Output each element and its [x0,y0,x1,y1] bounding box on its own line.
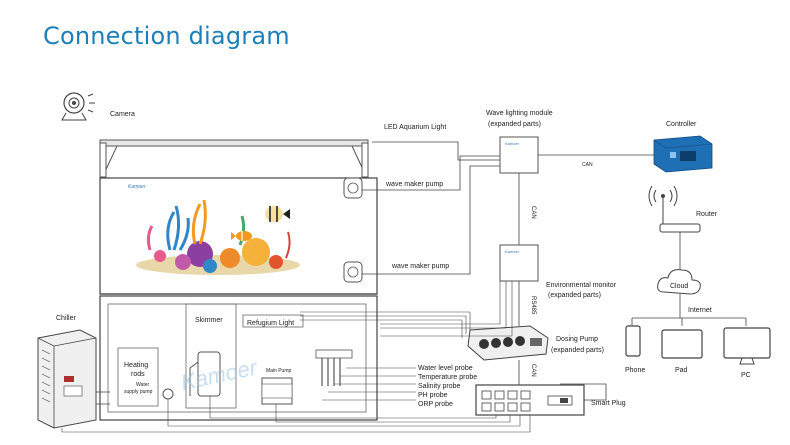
pad-label: Pad [675,367,688,374]
env-monitor-label-2: (expanded parts) [548,292,601,299]
chiller-hoses [96,391,110,405]
water-supply-pump-icon [162,388,174,400]
chiller-label: Chiller [56,315,77,322]
smart-plug [475,384,585,416]
wifi-icon [648,185,678,207]
wave-pump-1-cable [362,155,500,191]
dosing-pump-label-1: Dosing Pump [556,336,598,343]
internet-label: Internet [688,307,712,314]
tank-brand-logo: Kamoer [128,184,146,190]
camera-icon [61,92,95,121]
env-monitor-label-1: Environmental monitor [546,282,617,289]
probe-callout-lines [322,367,416,401]
main-pump-label: Main Pump [266,368,292,374]
dosing-pump [467,325,549,361]
heating-rods-label-1: Heating [124,362,148,369]
smart-plug-label: Smart Plug [591,400,626,407]
probe-orp-label: ORP probe [418,401,453,408]
power-wiring [61,396,531,433]
water-supply-label-2: supply pump [124,389,153,395]
can-label-vertical-upper: CAN [530,206,536,219]
main-pump [261,377,293,405]
led-cable [372,141,500,161]
skimmer-device [189,351,221,397]
can-label-horizontal: CAN [582,162,593,168]
phone-label: Phone [625,367,645,374]
pad-icon [661,329,703,359]
pc-icon [723,327,771,365]
router-label: Router [696,211,718,218]
probe-holder [315,349,353,386]
wave-module-label-2: (expanded parts) [488,121,541,128]
wave-lighting-module: Kamoer [499,136,539,174]
smart-plug-cable [560,383,607,401]
sump-cable-bundle [300,281,513,338]
wave-maker-pump-2 [343,261,363,283]
svg-text:Kamoer: Kamoer [505,141,520,146]
camera-label: Camera [110,111,135,118]
probe-water-level-label: Water level probe [418,365,473,372]
probe-salinity-label: Salinity probe [418,383,461,390]
router-icon [659,223,701,233]
reef-illustration [136,199,300,275]
refugium-label: Refugium Light [247,320,294,327]
dosing-pump-label-2: (expanded parts) [551,347,604,354]
led-light-label: LED Aquarium Light [384,124,446,131]
wave-maker-pump-1 [343,177,363,199]
heating-compartment [117,347,159,407]
wave-pump-2-cable [362,165,500,275]
rs485-label: RS485 [530,296,536,315]
skimmer-chamber [185,303,237,409]
page-title: Connection diagram [43,22,290,50]
wave-pump-1-label: wave maker pump [385,181,443,188]
wave-module-label-1: Wave lighting module [486,110,553,117]
internet-branch [631,317,747,326]
cloud-label: Cloud [670,283,688,290]
cabinet [99,295,378,421]
refugium-light-fixture [242,314,304,328]
svg-text:Kamoer: Kamoer [505,249,520,254]
probe-temperature-label: Temperature probe [418,374,477,381]
skimmer-label: Skimmer [195,317,223,324]
environmental-monitor: Kamoer [499,244,539,282]
chiller-unit [37,329,97,429]
wave-pump-2-label: wave maker pump [391,263,449,270]
probe-ph-label: PH probe [418,392,448,399]
can-label-vertical-lower: CAN [530,364,536,377]
led-light-fixture [99,139,369,179]
phone-icon [625,325,641,357]
pc-label: PC [741,372,751,379]
water-supply-label-1: Water [136,382,149,388]
cloud-icon [657,269,701,295]
controller-label: Controller [666,121,697,128]
controller-device [653,135,713,173]
heating-rods-label-2: rods [131,371,145,378]
